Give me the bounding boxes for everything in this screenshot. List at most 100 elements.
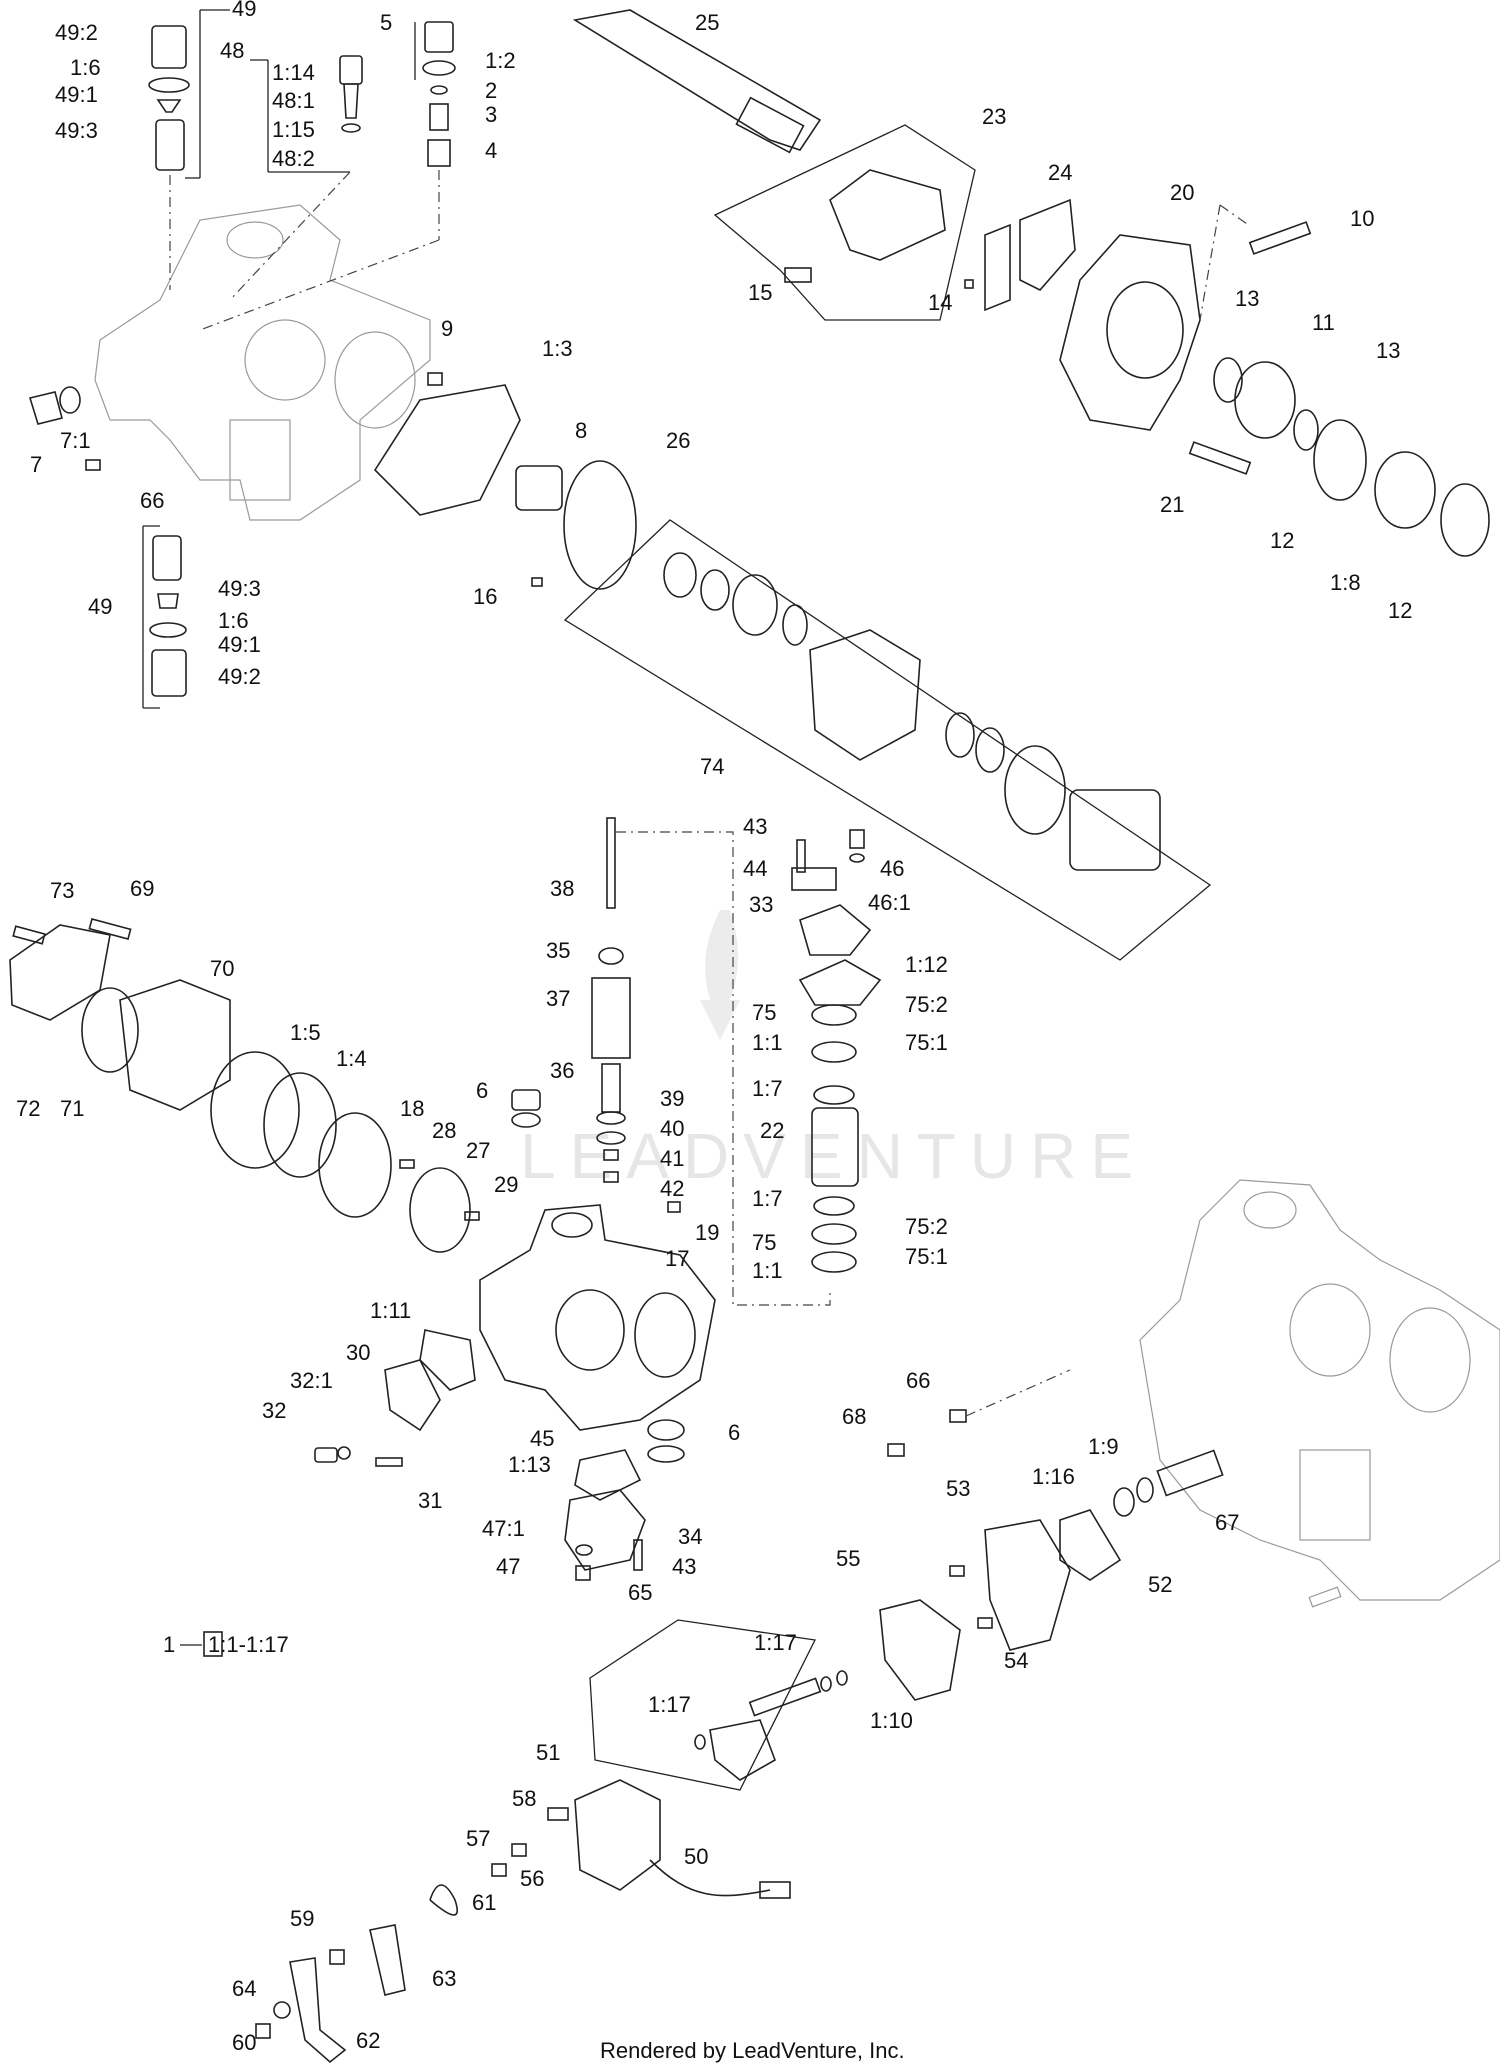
housing-bore — [334, 331, 416, 429]
callout-label: 26 — [666, 428, 690, 453]
pin-59 — [329, 1949, 345, 1965]
legend-box — [203, 1631, 223, 1657]
washer-64 — [273, 2001, 291, 2019]
nut-42 — [603, 1171, 619, 1183]
callout-label: 1:8 — [1330, 570, 1361, 595]
pin-58 — [547, 1807, 569, 1821]
callout-label: 75 — [752, 1000, 776, 1025]
valve-assembly-49-bottom — [142, 525, 187, 709]
callout-label: 10 — [1350, 206, 1374, 231]
callout-label: 1:17 — [648, 1692, 691, 1717]
callout-label: 11 — [1312, 310, 1335, 335]
washer-40 — [596, 1131, 626, 1145]
callout-label: 1:1 — [752, 1030, 783, 1055]
screw-53-a — [949, 1565, 965, 1577]
callout-label: 60 — [232, 2030, 256, 2055]
rotating-group-74 — [563, 519, 1212, 961]
callout-label: 33 — [749, 892, 773, 917]
oring-1-9 — [1136, 1477, 1154, 1503]
callout-label: 63 — [432, 1966, 456, 1991]
callout-label: 25 — [695, 10, 719, 35]
rod-38 — [606, 817, 616, 909]
callout-label: 1:3 — [542, 336, 573, 361]
callout-label: 21 — [1160, 492, 1184, 517]
callout-label: 1:14 — [272, 60, 315, 85]
callout-label: 50 — [684, 1844, 708, 1869]
callout-label: 36 — [550, 1058, 574, 1083]
plate-63 — [369, 1924, 406, 1996]
parts-legend: 1 1:1-1:17 — [163, 1631, 289, 1657]
lever-62 — [289, 1957, 347, 2064]
screw-56 — [491, 1863, 507, 1877]
callout-label: 48:1 — [272, 88, 315, 113]
cylinder-block-74 — [809, 629, 921, 761]
gerotor-27 — [409, 1167, 471, 1253]
bracket-74 — [563, 519, 1212, 961]
assembly-axis — [229, 171, 351, 301]
spring-61 — [429, 1884, 458, 1916]
callout-label: 37 — [546, 986, 570, 1011]
bracket-65 — [589, 1619, 816, 1791]
bearing-11 — [1234, 361, 1296, 439]
callout-label: 1:13 — [508, 1452, 551, 1477]
watermark-logo-icon — [700, 910, 740, 1040]
callout-label: 45 — [530, 1426, 554, 1451]
callout-label: 7 — [30, 452, 42, 477]
plug-1-14 — [339, 55, 363, 85]
callout-label: 1:12 — [905, 952, 948, 977]
oring-1-17 — [820, 1676, 832, 1692]
valve-assembly-48 — [229, 55, 363, 301]
callout-label: 32:1 — [290, 1368, 333, 1393]
screw-54 — [977, 1617, 993, 1629]
housing-br-outline — [1139, 1179, 1500, 1601]
swashplate-23 — [829, 169, 946, 261]
callout-label: 1:10 — [870, 1708, 913, 1733]
ring-1-4 — [263, 1072, 337, 1178]
callout-label: 73 — [50, 878, 74, 903]
valve-column-frame — [616, 829, 882, 1306]
snapring-13-b — [1293, 409, 1319, 451]
callout-label: 56 — [520, 1866, 544, 1891]
callout-label: 7:1 — [60, 428, 91, 453]
nut-41 — [603, 1149, 619, 1161]
ring-74-a — [663, 552, 697, 598]
center-valve-stack — [511, 817, 681, 1213]
key-29 — [464, 1211, 480, 1221]
spring-37 — [591, 977, 631, 1059]
housing-br-bore — [1289, 1283, 1371, 1377]
housing-boss — [229, 419, 291, 501]
callout-label: 69 — [130, 876, 154, 901]
callout-label: 49:1 — [218, 632, 261, 657]
gasket-55 — [879, 1599, 961, 1701]
callout-label: 53 — [946, 1476, 970, 1501]
pin-15 — [784, 267, 812, 283]
callout-label: 34 — [678, 1524, 702, 1549]
bearing-18 — [318, 1112, 392, 1218]
solenoid-body-51 — [574, 1779, 661, 1891]
ring-75-2-b — [811, 1223, 857, 1245]
callout-label: 13 — [1235, 286, 1259, 311]
callout-label: 59 — [290, 1906, 314, 1931]
callout-label: 49:2 — [218, 664, 261, 689]
oring-1-7 — [813, 1085, 855, 1105]
callout-label: 13 — [1376, 338, 1400, 363]
callout-label: 70 — [210, 956, 234, 981]
swashplate-group — [713, 124, 1076, 321]
pin-16 — [531, 577, 543, 587]
callout-label: 71 — [60, 1096, 84, 1121]
housing-17-bore — [555, 1289, 625, 1371]
plug-49-2 — [151, 25, 187, 69]
valve-body-34 — [564, 1489, 646, 1571]
housing-bottom-right — [1139, 1179, 1500, 1608]
callout-label: 28 — [432, 1118, 456, 1143]
plug-6 — [511, 1089, 541, 1111]
callout-label: 49:2 — [55, 20, 98, 45]
callout-label: 67 — [1215, 1510, 1239, 1535]
oring-75-1-b — [811, 1251, 857, 1273]
spool-49-1 — [155, 119, 185, 171]
housing-17-port — [551, 1212, 593, 1238]
callout-label: 6 — [476, 1078, 488, 1103]
plate-30 — [384, 1359, 441, 1432]
washer-39 — [596, 1111, 626, 1125]
callout-label: 1:6 — [218, 608, 249, 633]
